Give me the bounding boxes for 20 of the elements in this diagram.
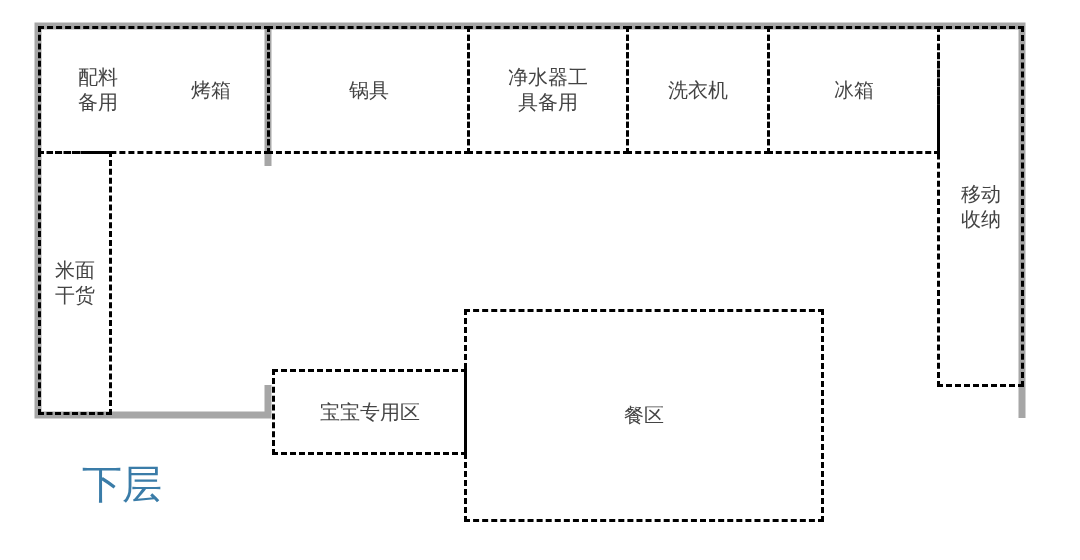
zone-label: 移动收纳 [959,181,1002,232]
zone-label: 米面干货 [54,258,96,308]
zone-label: 锅具 [348,77,389,103]
zone-label: 烤箱 [191,77,231,103]
zone-label: 配料备用 [77,65,119,115]
cabinet-zone [272,369,467,455]
zone-label: 净水器工具备用 [507,65,589,115]
zone-label: 宝宝专用区 [319,399,420,425]
cabinet-zone [937,26,1024,387]
title: 下层 [82,461,162,508]
cabinet-zone [767,26,940,154]
cabinet-zone [626,26,770,154]
zone-label: 冰箱 [833,77,874,103]
cabinet-zone [267,26,470,154]
zone-label: 洗衣机 [668,77,728,103]
cabinet-zone [38,151,112,415]
cabinet-zone [38,26,270,154]
cabinet-zone [467,26,629,154]
cabinet-zone [464,309,824,522]
zone-label: 餐区 [624,403,664,428]
